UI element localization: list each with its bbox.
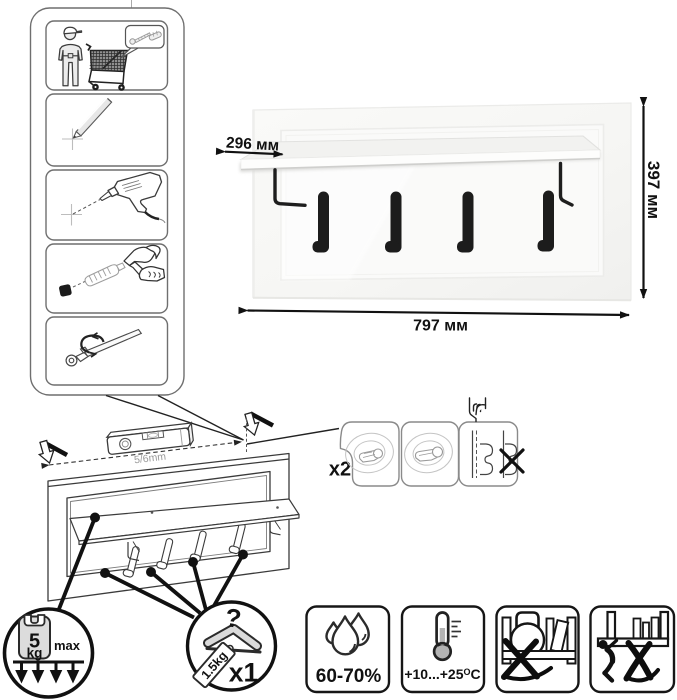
svg-text:797 мм: 797 мм xyxy=(413,318,468,335)
svg-text:max: max xyxy=(54,638,81,653)
svg-text:5/6mm: 5/6mm xyxy=(133,451,167,467)
svg-text:+10...+25OC: +10...+25OC xyxy=(404,666,480,682)
svg-text:?: ? xyxy=(223,602,243,634)
svg-text:5: 5 xyxy=(29,631,40,653)
svg-text:x1: x1 xyxy=(229,658,258,688)
svg-text:397 мм: 397 мм xyxy=(644,161,663,219)
svg-text:x2: x2 xyxy=(329,459,351,481)
svg-text:60-70%: 60-70% xyxy=(316,666,382,687)
svg-text:kg: kg xyxy=(27,646,43,661)
